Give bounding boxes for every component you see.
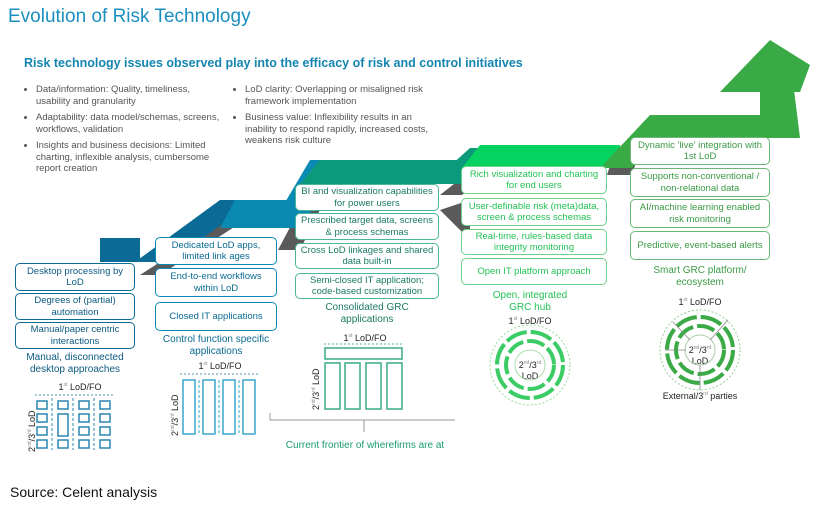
- stage-item: Degrees of (partial) automation: [15, 293, 135, 320]
- page-title: Evolution of Risk Technology: [8, 6, 251, 27]
- stage-item: Semi-closed IT application; code-based c…: [295, 273, 439, 299]
- lod-second-label: 2nd/3rd LoD: [170, 394, 180, 436]
- stage-item: Prescribed target data, screens & proces…: [295, 213, 439, 240]
- issue: Insights and business decisions: Limited…: [36, 140, 224, 175]
- stage-label: Open, integrated GRC hub: [492, 290, 568, 313]
- step-3: [300, 160, 460, 184]
- stage-item: BI and visualization capabilities for po…: [295, 184, 439, 211]
- step-4: [462, 145, 620, 168]
- stage-item: Dedicated LoD apps, limited link ages: [155, 237, 277, 265]
- stage-item: AI/machine learning enabled risk monitor…: [630, 199, 770, 228]
- lod-second-label: 2nd/3rd LoD: [27, 410, 37, 452]
- issues-left: Data/information: Quality, timeliness, u…: [24, 84, 224, 180]
- issue: Business value: Inflexibility results in…: [245, 112, 433, 147]
- lod-first-label: 1st LoD/FO: [343, 333, 387, 343]
- stage-item: Dynamic 'live' integration with 1st LoD: [630, 137, 770, 165]
- step-1: [100, 238, 140, 262]
- stage-item: Cross LoD linkages and shared data built…: [295, 243, 439, 269]
- lod-first-label: 1st LoD/FO: [198, 361, 242, 371]
- stage-label: Control function specific applications: [162, 334, 270, 357]
- stage-item: Desktop processing by LoD: [15, 263, 135, 291]
- stage-label: Manual, disconnected desktop approaches: [26, 352, 124, 375]
- stage-item: Manual/paper centric interactions: [15, 322, 135, 349]
- issue: LoD clarity: Overlapping or misaligned r…: [245, 84, 433, 107]
- lod-first-label: 1st LoD/FO: [508, 316, 552, 326]
- lod-first-label: 1st LoD/FO: [678, 297, 722, 307]
- subtitle: Risk technology issues observed play int…: [24, 56, 523, 70]
- stage-item: Real-time, rules-based data integrity mo…: [461, 229, 607, 255]
- stage-item: Open IT platform approach: [461, 258, 607, 285]
- stage-item: Predictive, event-based alerts: [630, 231, 770, 260]
- frontier-label: Current frontier of wherefirms are at: [285, 440, 445, 451]
- source-note: Source: Celent analysis: [10, 484, 158, 500]
- stage-item: Rich visualization and charting for end …: [461, 166, 607, 194]
- stage-item: Closed IT applications: [155, 302, 277, 331]
- stage-item: End-to-end workflows within LoD: [155, 268, 277, 297]
- issues-right: LoD clarity: Overlapping or misaligned r…: [233, 84, 433, 152]
- stage-label: Consolidated GRC applications: [325, 302, 409, 325]
- issue: Adaptability: data model/schemas, screen…: [36, 112, 224, 135]
- external-parties-label: External/3rd parties: [662, 391, 738, 401]
- stage-item: User-definable risk (meta)data, screen &…: [461, 198, 607, 226]
- lod-second-label: 2nd/3rd LoD: [311, 368, 321, 410]
- issue: Data/information: Quality, timeliness, u…: [36, 84, 224, 107]
- stage-label: Smart GRC platform/ ecosystem: [653, 265, 747, 288]
- lod-first-label: 1st LoD/FO: [58, 382, 102, 392]
- stage-item: Supports non-conventional / non-relation…: [630, 168, 770, 197]
